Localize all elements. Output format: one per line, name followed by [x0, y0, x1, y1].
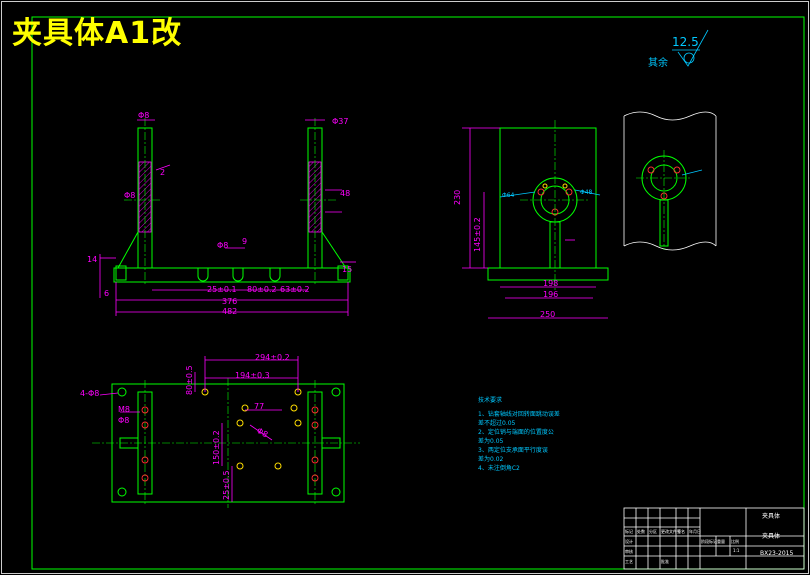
title-block-part: 夹具体 — [762, 532, 780, 540]
tech-req-line-3: 2、定位销与端面的位置度公 — [478, 428, 554, 436]
dim-front-4: Φ8 — [217, 241, 228, 250]
title-block-cell-3: 分区 — [649, 528, 657, 534]
tech-req-line-7: 4、未注倒角C2 — [478, 464, 520, 472]
tech-req-line-4: 差为0.05 — [478, 437, 504, 445]
title-block-cell-5: 签名 — [677, 528, 685, 534]
dim-top-1: 294±0.2 — [255, 353, 290, 362]
dim-side-3: 198 — [543, 279, 558, 288]
roughness-value: 12.5 — [672, 35, 699, 49]
title-block-cell-13: 比例 — [731, 538, 739, 544]
dim-front-2: Φ8 — [124, 191, 135, 200]
tech-req-line-2: 差不超过0.05 — [478, 419, 516, 427]
title-block-cell-12: 重量 — [717, 538, 725, 544]
tech-requirements-heading: 技术要求 — [478, 396, 502, 404]
dim-top-7: 77 — [254, 402, 264, 411]
dim-front-6: 14 — [87, 255, 97, 264]
dim-front-8: 25±0.1 — [207, 285, 237, 294]
dim-top-5: M8 — [118, 405, 130, 414]
dim-front-7: 6 — [104, 289, 109, 298]
dim-top-4: 4-Φ8 — [80, 389, 99, 398]
dim-top-6: Φ8 — [118, 416, 129, 425]
dim-top-9: 150±0.2 — [212, 430, 221, 465]
title-block-cell-10: 批准 — [661, 558, 669, 564]
dim-top-2: 194±0.3 — [235, 371, 270, 380]
title-block-cell-7: 设计 — [625, 538, 633, 544]
title-block — [623, 507, 805, 570]
dim-side-5: 250 — [540, 310, 555, 319]
dim-front-13: Φ37 — [332, 117, 348, 126]
dim-top-3: 80±0.5 — [185, 365, 194, 395]
title-block-code: BX23-2015 — [760, 550, 793, 557]
dim-front-10: 63±0.2 — [280, 285, 310, 294]
tech-req-line-1: 1、钻套轴线对回转面跳动误差 — [478, 410, 560, 418]
tech-req-line-5: 3、两定位支承面平行度误 — [478, 446, 548, 454]
dim-top-10: 25±0.5 — [222, 470, 231, 500]
dim-front-3: 2 — [160, 168, 165, 177]
title-block-cell-9: 工艺 — [625, 559, 633, 564]
surface-roughness-symbol — [672, 29, 709, 67]
roughness-label: 其余 — [648, 56, 668, 69]
title-block-cell-14: 1:1 — [733, 548, 740, 553]
inner-drawing-frame — [31, 16, 805, 570]
detail-view — [623, 111, 717, 251]
drawing-title: 夹具体A1改 — [12, 16, 183, 51]
dim-side-height: 230 — [453, 190, 462, 205]
dim-front-5: 9 — [242, 237, 247, 246]
dim-front-1: Φ8 — [138, 111, 149, 120]
dim-front-11: 376 — [222, 297, 237, 306]
dim-front-12: 482 — [222, 307, 237, 316]
dim-side-2: 145±0.2 — [473, 217, 482, 252]
title-block-drawing-name: 夹具体 — [762, 512, 780, 520]
title-block-cell-1: 标记 — [625, 528, 633, 534]
dim-side-4: 196 — [543, 290, 558, 299]
dim-side-6: Φ64 — [502, 192, 515, 199]
dim-front-15: 15 — [342, 265, 352, 274]
top-view — [92, 356, 360, 508]
title-block-cell-2: 处数 — [637, 528, 645, 534]
front-view — [99, 118, 356, 316]
dim-front-9: 80±0.2 — [247, 285, 277, 294]
side-view — [462, 120, 609, 319]
tech-req-line-6: 差为0.02 — [478, 455, 504, 463]
title-block-cell-6: 年月日 — [689, 528, 701, 534]
dim-top-8: Φ8 — [255, 426, 269, 439]
title-block-cell-8: 审核 — [625, 548, 633, 554]
dim-front-14: 48 — [340, 189, 350, 198]
title-block-cell-11: 阶段标记 — [701, 538, 717, 544]
title-block-cell-4: 更改文件号 — [661, 528, 681, 534]
dim-side-7: Φ48 — [580, 189, 593, 196]
